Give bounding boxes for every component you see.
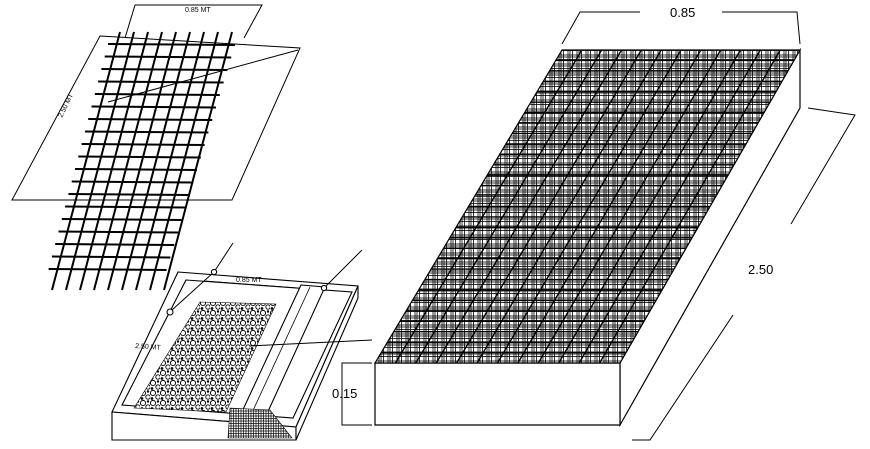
mesh-rod-diagonal	[51, 31, 121, 291]
mesh-rod-horizontal	[84, 130, 209, 134]
mesh-rod-horizontal	[88, 118, 213, 121]
mesh-length-label: 2.50 MT	[58, 92, 76, 119]
mesh-rod-diagonal	[107, 31, 177, 291]
slab-length-label: 2.50	[748, 262, 773, 277]
slab-width-dimension-left	[561, 11, 640, 45]
slab-length-dimension-bottom	[632, 314, 734, 441]
slab-length-dimension-top	[790, 107, 856, 225]
mesh-rod-horizontal	[81, 143, 205, 146]
mesh-width-dimension	[124, 4, 263, 39]
slab-width-dimension-right	[722, 11, 801, 45]
mesh-rod-horizontal	[68, 193, 190, 196]
mesh-rod-horizontal	[65, 205, 186, 209]
box-mesh-corner	[227, 407, 293, 439]
mesh-rod-horizontal	[104, 55, 232, 59]
mesh-rod-diagonal	[163, 31, 233, 291]
gravel-fill	[133, 301, 277, 413]
mesh-rod-diagonal	[135, 31, 205, 291]
slab-front-face	[374, 362, 621, 426]
detail-connector-line	[249, 339, 373, 347]
mesh-rod-diagonal	[93, 31, 163, 291]
gravel-box	[111, 242, 373, 441]
mesh-outline	[11, 35, 301, 201]
mesh-rod-horizontal	[91, 105, 217, 109]
slab	[373, 47, 802, 428]
box-width-dimension	[205, 280, 299, 289]
exploded-mesh	[11, 4, 301, 291]
slab-width-label: 0.85	[670, 5, 695, 20]
mesh-rod-horizontal	[71, 180, 194, 184]
mesh-rod-diagonal	[121, 31, 191, 291]
box-length-label: 2.50 MT	[135, 343, 162, 352]
mesh-rod-horizontal	[51, 255, 171, 259]
mesh-rod-horizontal	[78, 155, 201, 159]
mesh-width-label: 0.85 MT	[185, 7, 211, 14]
mesh-rod-horizontal	[98, 80, 224, 84]
mesh-rod-horizontal	[74, 168, 198, 171]
mesh-rods	[48, 31, 236, 291]
box-leader-1	[213, 242, 234, 273]
box-leader-3	[323, 249, 363, 289]
mesh-rod-horizontal	[58, 230, 179, 234]
mesh-rod-diagonal	[149, 31, 219, 291]
slab-thickness-label: 0.15	[332, 386, 357, 401]
box-right-side	[295, 285, 359, 441]
mesh-leader-line	[107, 49, 299, 103]
mesh-rod-horizontal	[61, 218, 182, 221]
mesh-rod-diagonal	[65, 31, 135, 291]
mesh-rod-horizontal	[107, 43, 236, 46]
mesh-rod-horizontal	[94, 93, 220, 96]
slab-thickness-dimension	[341, 362, 372, 426]
mesh-rod-horizontal	[55, 243, 175, 246]
mesh-rod-horizontal	[48, 268, 167, 271]
box-leader-2	[171, 271, 215, 311]
mesh-rod-diagonal	[79, 31, 149, 291]
mesh-rod-horizontal	[101, 68, 228, 71]
slab-rib-lines	[381, 49, 794, 364]
box-width-label: 0.85 MT	[236, 277, 262, 284]
slab-dimensions	[341, 11, 856, 441]
